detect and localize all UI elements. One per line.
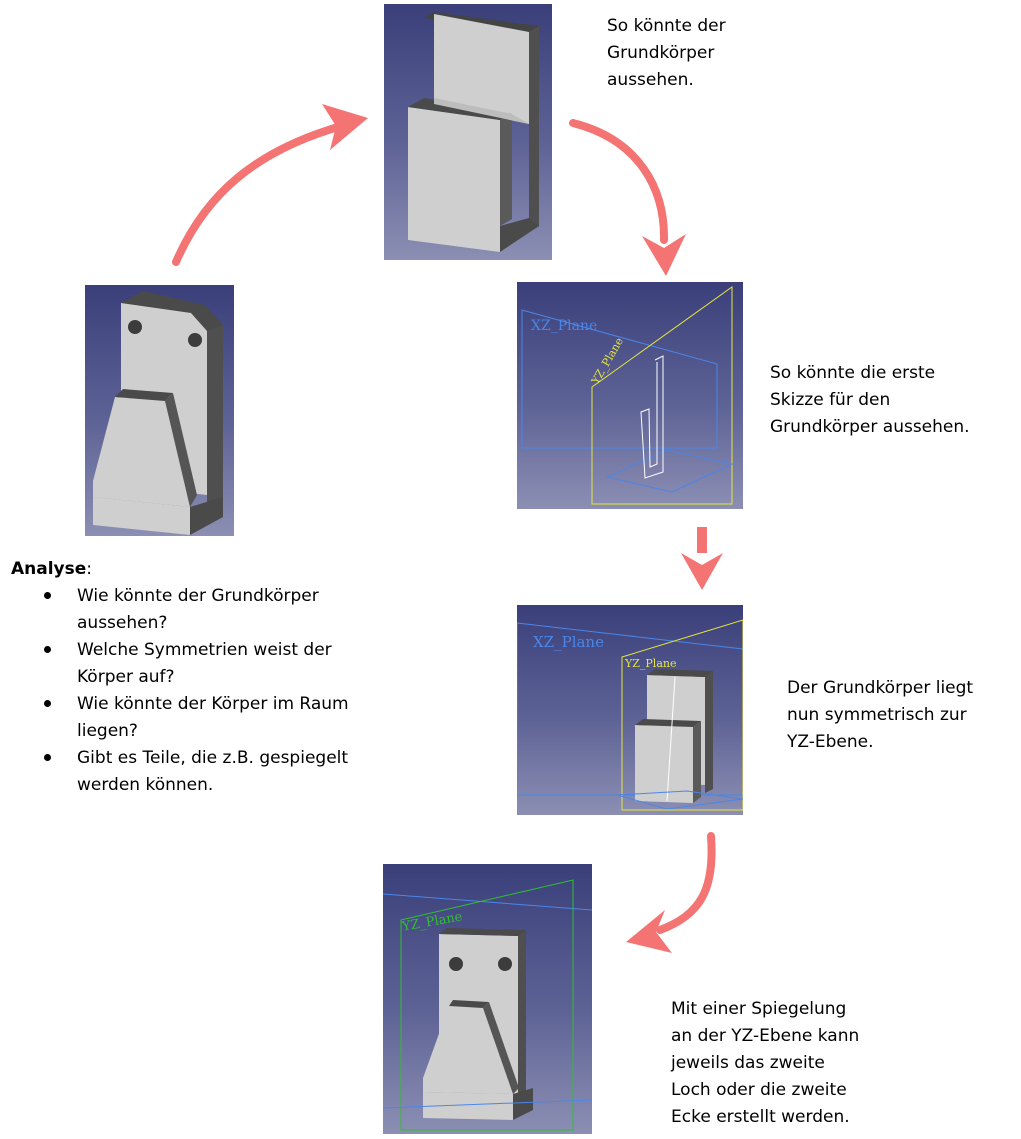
arrow-analysis-to-top (172, 121, 349, 266)
part-base (423, 1092, 513, 1120)
rear-plate-side (529, 26, 539, 232)
list-item-line: aussehen? (77, 613, 168, 633)
note-line: So könnte der (607, 16, 726, 36)
xz-plane-label: XZ_Plane (531, 318, 598, 334)
symmetric-body-render (517, 619, 743, 811)
arrow-symmetric-to-mirror (656, 832, 716, 934)
gusset-front (93, 397, 190, 507)
front-plate (635, 725, 693, 803)
list-item-line: liegen? (77, 721, 138, 741)
note-line: Ecke erstellt werden. (671, 1107, 850, 1127)
gusset-front (423, 1006, 513, 1094)
list-item: Wie könnte der Körper im Raum liegen? (11, 691, 391, 745)
arrow-head-4 (626, 910, 672, 953)
list-item-line: Gibt es Teile, die z.B. gespiegelt (77, 748, 349, 768)
note-line: nun symmetrisch zur (787, 705, 967, 725)
base-body-render (408, 12, 539, 252)
panel-first-sketch: XZ_Plane YZ_Plane (517, 282, 743, 509)
panel-mirrored-part: YZ_Plane (383, 864, 592, 1134)
note-line: Der Grundkörper liegt (787, 678, 974, 698)
note-first-sketch: So könnte die erste Skizze für den Grund… (770, 360, 1010, 441)
gusset-side (165, 393, 197, 507)
note-base-body: So könnte der Grundkörper aussehen. (607, 13, 807, 94)
yz-plane-outline (621, 619, 743, 811)
analysis-list: Wie könnte der Grundkörper aussehen? Welc… (11, 583, 391, 799)
yz-plane-label: YZ_Plane (625, 657, 677, 670)
note-line: Loch oder die zweite (671, 1080, 847, 1100)
arrow-head-1 (322, 104, 368, 150)
analysis-heading: Analyse: (11, 556, 391, 583)
panel-base-body (384, 4, 552, 260)
list-item: Gibt es Teile, die z.B. gespiegelt werden… (11, 745, 391, 799)
yz-plane-outline (591, 286, 733, 505)
xz-plane-outline (517, 622, 743, 796)
front-plate (408, 107, 500, 252)
list-item-line: Welche Symmetrien weist der (77, 640, 332, 660)
note-line: an der YZ-Ebene kann (671, 1026, 860, 1046)
analysis-block: Analyse: Wie könnte der Grundkörper ausse… (11, 556, 391, 799)
note-line: Mit einer Spiegelung (671, 999, 847, 1019)
analysis-title: Analyse (11, 559, 87, 579)
hole-left-icon (449, 957, 463, 971)
note-line: aussehen. (607, 70, 694, 90)
arrow-head-2 (642, 234, 686, 276)
list-item-line: Körper auf? (77, 667, 175, 687)
xz-plane-outline (521, 309, 718, 449)
note-line: Skizze für den (770, 390, 891, 410)
mirrored-part-render (383, 879, 592, 1131)
note-line: Grundkörper (607, 43, 715, 63)
panel-finished-part (85, 285, 234, 536)
note-symmetric: Der Grundkörper liegt nun symmetrisch zu… (787, 675, 1012, 756)
panel-symmetric-body: XZ_Plane YZ_Plane (517, 605, 743, 815)
analysis-colon: : (86, 559, 93, 579)
note-mirror: Mit einer Spiegelung an der YZ-Ebene kan… (671, 996, 911, 1131)
note-line: Grundkörper aussehen. (770, 417, 970, 437)
note-line: YZ-Ebene. (787, 732, 874, 752)
rear-plate (434, 14, 529, 124)
xz-plane-label: XZ_Plane (533, 633, 604, 651)
note-line: jeweils das zweite (671, 1053, 825, 1073)
sketch-profile (640, 355, 664, 479)
arrow-sketch-to-symmetric (697, 527, 707, 553)
finished-part-render (93, 291, 223, 535)
hole-left-icon (128, 320, 142, 334)
note-line: So könnte die erste (770, 363, 936, 383)
list-item: Wie könnte der Grundkörper aussehen? (11, 583, 391, 637)
list-item-line: Wie könnte der Körper im Raum (77, 694, 349, 714)
hole-right-icon (498, 957, 512, 971)
part-back-top (121, 291, 223, 331)
part-back-side (207, 325, 223, 507)
arrow-head-3 (681, 553, 723, 590)
arrow-top-to-sketch (569, 119, 669, 244)
list-item-line: werden können. (77, 775, 214, 795)
yz-plane-outline (400, 879, 574, 1131)
hole-right-icon (188, 333, 202, 347)
list-item-line: Wie könnte der Grundkörper (77, 586, 319, 606)
first-sketch-render (521, 286, 734, 505)
part-base (93, 497, 190, 535)
